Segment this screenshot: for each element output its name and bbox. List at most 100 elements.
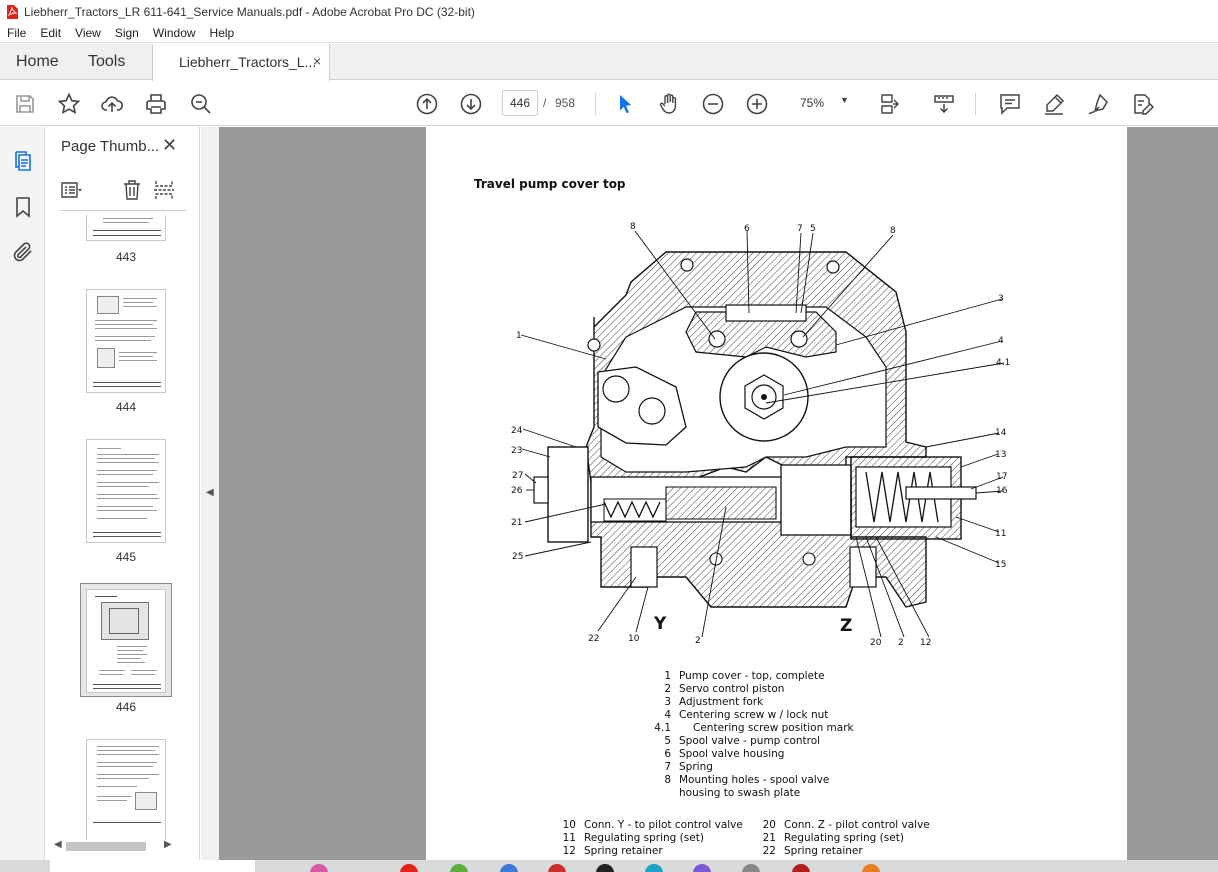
thumbnail-options-icon[interactable]: [60, 179, 82, 201]
taskbar-app-icon[interactable]: [596, 864, 614, 872]
callout-label: 11: [995, 529, 1006, 539]
callout-label: Y: [653, 614, 667, 634]
page-thumbnail-next[interactable]: [86, 739, 166, 840]
close-panel-icon[interactable]: ✕: [162, 135, 178, 155]
menu-window[interactable]: Window: [152, 25, 196, 40]
tab-tools[interactable]: Tools: [88, 53, 126, 70]
taskbar-app-icon[interactable]: [792, 864, 810, 872]
callout-label: 12: [920, 638, 931, 648]
taskbar-app-icon[interactable]: [400, 864, 418, 872]
menu-help[interactable]: Help: [209, 25, 235, 40]
menu-view[interactable]: View: [75, 25, 101, 40]
pdf-page: Travel pump cover top: [426, 127, 1127, 860]
scrollbar-thumb[interactable]: [66, 842, 146, 851]
hand-tool-icon[interactable]: [657, 92, 681, 116]
title-bar: Liebherr_Tractors_LR 611-641_Service Man…: [0, 0, 1218, 23]
taskbar-app-icon[interactable]: [548, 864, 566, 872]
page-thumbnails-icon[interactable]: [11, 149, 35, 173]
callout-label: 2: [695, 636, 701, 646]
thumbnail-label: 444: [115, 400, 137, 414]
taskbar-app-icon[interactable]: [450, 864, 468, 872]
tab-document[interactable]: Liebherr_Tractors_L... ×: [152, 44, 330, 81]
bookmark-icon[interactable]: [11, 195, 35, 219]
highlight-pen-icon[interactable]: [1042, 92, 1066, 116]
extract-pages-icon[interactable]: [153, 179, 175, 201]
document-viewport[interactable]: Travel pump cover top: [219, 127, 1218, 860]
scroll-mode-icon[interactable]: [932, 92, 956, 116]
taskbar-app-icon[interactable]: [310, 864, 328, 872]
scroll-right-icon[interactable]: ▶: [164, 839, 172, 850]
upload-cloud-icon[interactable]: [100, 92, 124, 116]
menu-file[interactable]: File: [7, 25, 27, 40]
callout-label: 8: [630, 222, 636, 232]
callout-label: 17: [996, 472, 1007, 482]
menu-edit[interactable]: Edit: [40, 25, 62, 40]
taskbar-app-icon[interactable]: [693, 864, 711, 872]
pump-cover-cross-section-diagram: 8 6 7 5 8 3 1 4 4.1 24 14 23 13 27 17 26…: [511, 222, 1010, 648]
taskbar-app-icon[interactable]: [742, 864, 760, 872]
select-cursor-icon[interactable]: [613, 92, 637, 116]
page-thumbnail-445[interactable]: [86, 439, 166, 543]
print-icon[interactable]: [144, 92, 168, 116]
callout-label: 21: [511, 518, 522, 528]
thumbnail-horizontal-scrollbar[interactable]: ◀ ▶: [46, 838, 186, 854]
zoom-search-icon[interactable]: [189, 92, 213, 116]
panel-splitter[interactable]: ◀: [201, 127, 219, 860]
next-page-icon[interactable]: [459, 92, 483, 116]
taskbar-app-icon[interactable]: [862, 864, 880, 872]
page-thumbnail-444[interactable]: [86, 289, 166, 393]
callout-label: 13: [995, 450, 1006, 460]
callout-label: 26: [511, 486, 523, 496]
taskbar-search-box[interactable]: [50, 860, 255, 872]
page-number-input[interactable]: 446: [502, 90, 538, 116]
save-icon[interactable]: [13, 92, 37, 116]
close-tab-icon[interactable]: ×: [313, 53, 322, 69]
page-fit-icon[interactable]: [877, 92, 901, 116]
tab-home[interactable]: Home: [16, 53, 59, 70]
zoom-out-icon[interactable]: [701, 92, 725, 116]
page-thumbnail-446[interactable]: [86, 589, 166, 693]
edit-pdf-icon[interactable]: [1130, 92, 1154, 116]
menu-sign[interactable]: Sign: [114, 25, 139, 40]
delete-trash-icon[interactable]: [121, 179, 143, 201]
callout-label: 5: [810, 224, 816, 234]
draw-signature-icon[interactable]: [1086, 92, 1110, 116]
attachment-clip-icon[interactable]: [11, 240, 35, 264]
callout-label: 22: [588, 634, 599, 644]
callout-label: 20: [870, 638, 882, 648]
zoom-level-select[interactable]: 75%: [800, 96, 825, 110]
scroll-left-icon[interactable]: ◀: [54, 839, 62, 850]
callout-label: 10: [628, 634, 640, 644]
taskbar-app-icon[interactable]: [500, 864, 518, 872]
main-toolbar: 446 / 958 75% ▼: [0, 81, 1218, 126]
callout-label: 7: [797, 224, 803, 234]
callout-label: 15: [995, 560, 1006, 570]
callout-label: 16: [996, 486, 1008, 496]
bookmark-star-icon[interactable]: [57, 92, 81, 116]
thumbnail-label: 445: [115, 550, 137, 564]
chevron-down-icon[interactable]: ▼: [840, 95, 849, 105]
left-navigation-rail: [0, 127, 45, 872]
callout-label: 4: [998, 336, 1004, 346]
callout-label: Z: [840, 616, 852, 636]
comment-icon[interactable]: [998, 92, 1022, 116]
page-thumbnail-443[interactable]: [86, 215, 166, 241]
taskbar-app-icon[interactable]: [645, 864, 663, 872]
window-title: Liebherr_Tractors_LR 611-641_Service Man…: [24, 4, 475, 19]
collapse-panel-icon[interactable]: ◀: [206, 487, 214, 498]
previous-page-icon[interactable]: [415, 92, 439, 116]
zoom-in-icon[interactable]: [745, 92, 769, 116]
legend-row: housing to swash plate: [679, 787, 801, 799]
